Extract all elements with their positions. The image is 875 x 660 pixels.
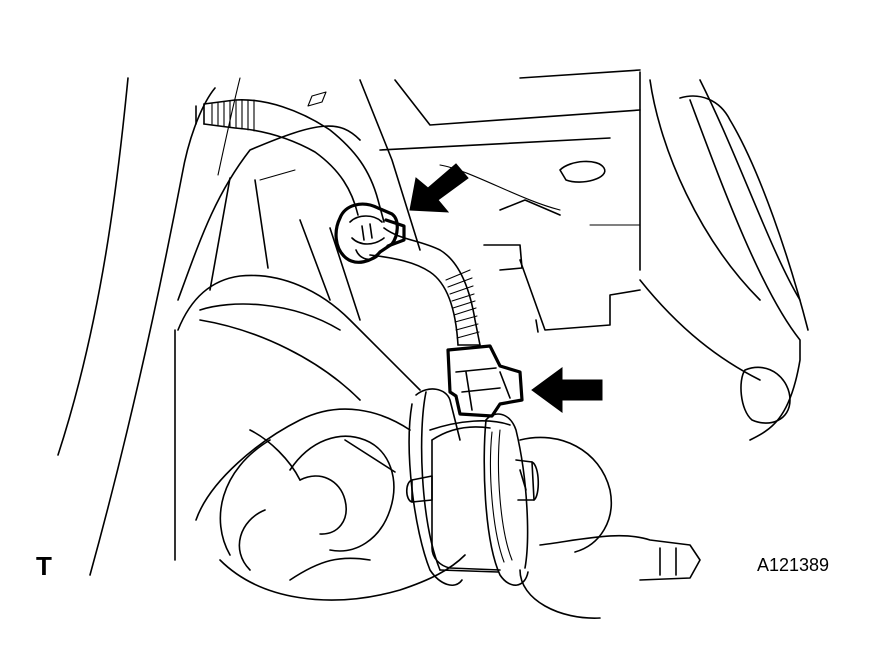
fan-shroud-outline [174, 169, 421, 561]
sensor-housing [405, 426, 540, 571]
harness-connector [446, 344, 524, 418]
pump-motor-outline [519, 436, 701, 619]
arrow-icon [409, 163, 469, 213]
figure-id: A121389 [757, 555, 830, 575]
wire-harness [195, 98, 481, 346]
fan-motor-outline [195, 408, 466, 601]
body-panel-outline [57, 69, 641, 576]
pulley-disc [408, 388, 529, 586]
harness-clamp [334, 202, 406, 264]
frame-rail-outline [639, 79, 809, 441]
arrow-icon [531, 367, 603, 413]
view-label: T [36, 551, 52, 581]
